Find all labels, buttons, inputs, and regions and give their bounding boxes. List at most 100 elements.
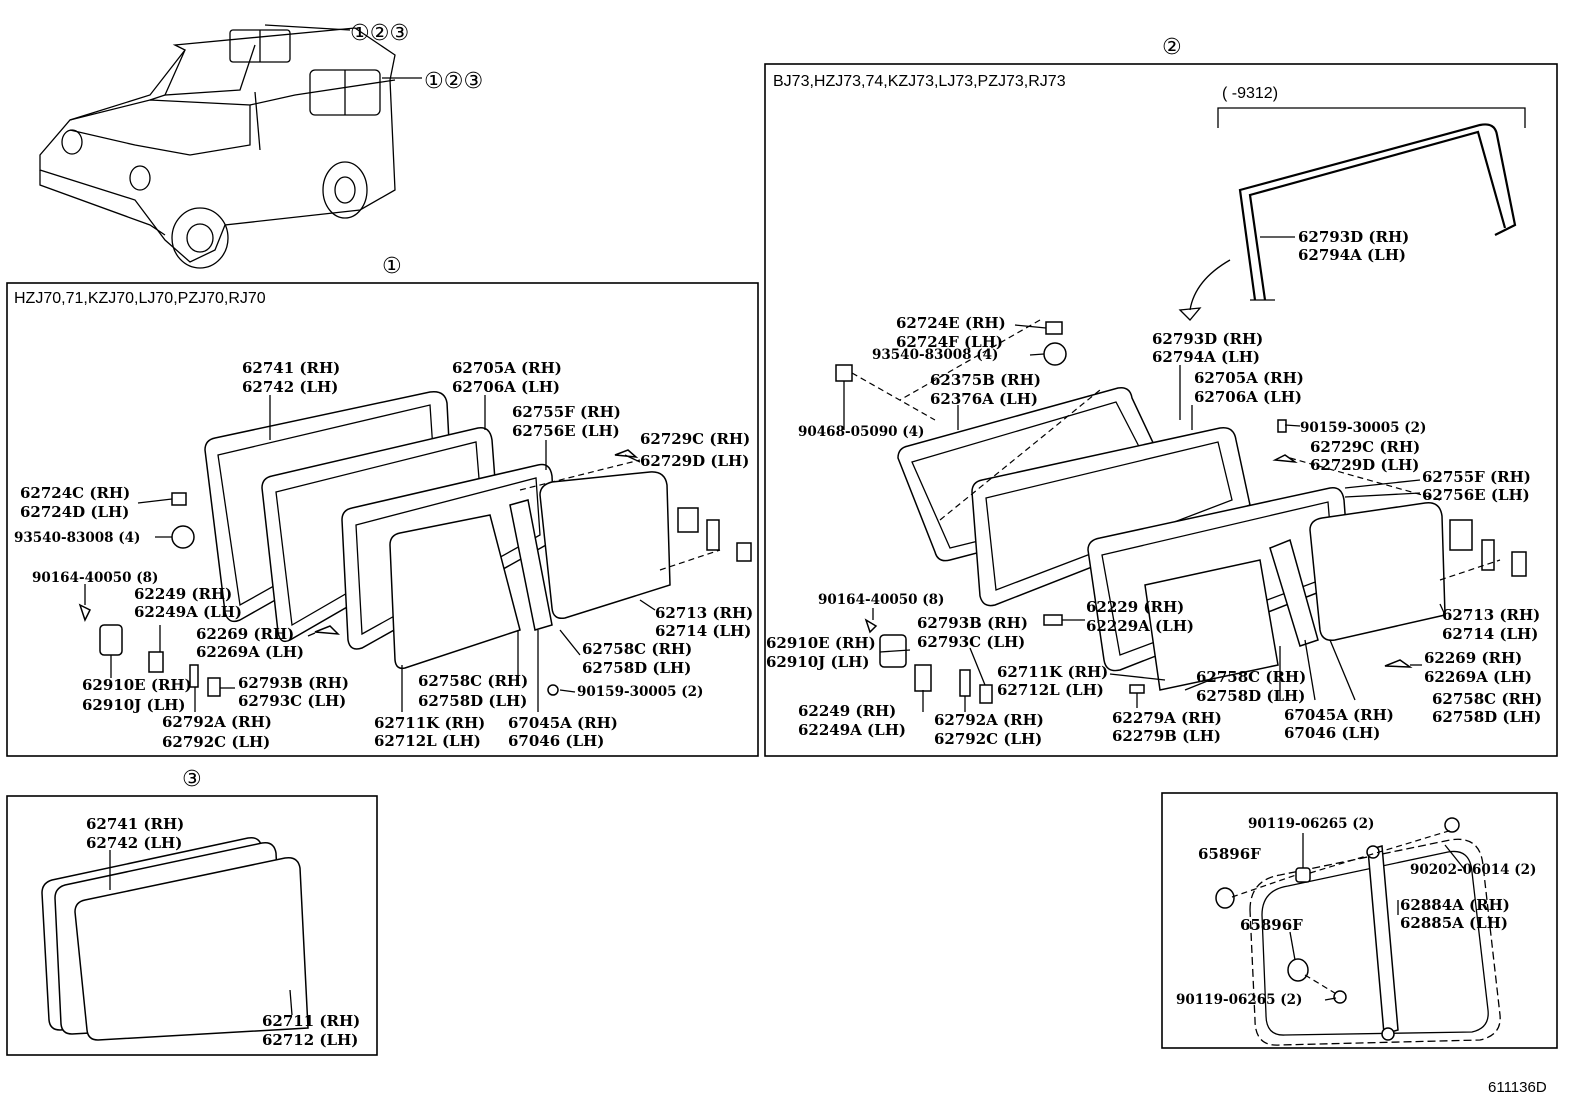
label-62724f-lh: 62724F (LH) xyxy=(896,333,1003,351)
label-62792c-lh-b: 62792C (LH) xyxy=(934,730,1042,748)
label-93540-83008-b: 93540-83008 (4) xyxy=(872,347,998,363)
section-2-frame xyxy=(764,63,1558,757)
label-62793d-rh-a: 62793D (RH) xyxy=(1298,228,1409,246)
section-1-labels: 62741 (RH) 62742 (LH) 62705A (RH) 62706A… xyxy=(14,359,753,751)
label-90119-06265-b: 90119-06265 (2) xyxy=(1176,992,1302,1008)
label-90468-05090: 90468-05090 (4) xyxy=(798,424,924,440)
label-62714-lh: 62714 (LH) xyxy=(655,622,751,640)
label-90119-06265-a: 90119-06265 (2) xyxy=(1248,816,1374,832)
label-62758d-lh-b: 62758D (LH) xyxy=(582,659,691,677)
callout-side-window: ①②③ xyxy=(424,69,483,94)
label-62729c-rh-b: 62729C (RH) xyxy=(1310,438,1420,456)
label-62792a-rh: 62792A (RH) xyxy=(162,713,272,731)
label-62269a-lh-b: 62269A (LH) xyxy=(1424,668,1532,686)
label-62249-rh: 62249 (RH) xyxy=(134,585,232,603)
label-62742-lh-c: 62742 (LH) xyxy=(86,834,182,852)
label-62724d-lh: 62724D (LH) xyxy=(20,503,129,521)
label-62910j-lh: 62910J (LH) xyxy=(82,696,185,714)
label-67045a-rh: 67045A (RH) xyxy=(508,714,618,732)
label-62712-lh: 62712 (LH) xyxy=(262,1031,358,1049)
label-62712l-lh: 62712L (LH) xyxy=(374,732,481,750)
label-62741-rh-c: 62741 (RH) xyxy=(86,815,184,833)
label-62269-rh-b: 62269 (RH) xyxy=(1424,649,1522,667)
section-2-models: BJ73,HZJ73,74,KZJ73,LJ73,PZJ73,RJ73 xyxy=(773,73,1066,90)
label-62793b-rh: 62793B (RH) xyxy=(238,674,349,692)
label-62756e-lh: 62756E (LH) xyxy=(512,422,620,440)
date-range-bracket xyxy=(1217,107,1526,128)
label-62758d-lh-d: 62758D (LH) xyxy=(1432,708,1541,726)
section-2-drawing xyxy=(835,123,1527,712)
label-62711k-rh: 62711K (RH) xyxy=(374,714,485,732)
detail-drawing xyxy=(1215,817,1501,1046)
section-2-labels: 62793D (RH) 62794A (LH) 62724E (RH) 6272… xyxy=(766,228,1542,748)
label-65896f-a: 65896F xyxy=(1198,845,1261,863)
label-62279b-lh: 62279B (LH) xyxy=(1112,727,1221,745)
label-62729c-rh: 62729C (RH) xyxy=(640,430,750,448)
figure-number: 611136D xyxy=(1488,1079,1547,1096)
label-62376a-lh: 62376A (LH) xyxy=(930,390,1038,408)
label-62229-rh: 62229 (RH) xyxy=(1086,598,1184,616)
label-62910j-lh-b: 62910J (LH) xyxy=(766,653,869,671)
label-62249a-lh-b: 62249A (LH) xyxy=(798,721,906,739)
label-62711k-rh-b: 62711K (RH) xyxy=(997,663,1108,681)
section-3-marker: ③ xyxy=(182,767,202,792)
label-62229a-lh: 62229A (LH) xyxy=(1086,617,1194,635)
label-62706a-lh-b: 62706A (LH) xyxy=(1194,388,1302,406)
label-62885a-lh: 62885A (LH) xyxy=(1400,914,1508,932)
section-2-date-range: ( -9312) xyxy=(1222,85,1278,102)
label-62793c-lh: 62793C (LH) xyxy=(238,692,346,710)
label-62884a-rh: 62884A (RH) xyxy=(1400,896,1510,914)
label-90164-40050-b: 90164-40050 (8) xyxy=(818,592,944,608)
label-62794a-lh-a: 62794A (LH) xyxy=(1298,246,1406,264)
label-62249a-lh: 62249A (LH) xyxy=(134,603,242,621)
label-62792c-lh: 62792C (LH) xyxy=(162,733,270,751)
label-62706a-lh: 62706A (LH) xyxy=(452,378,560,396)
label-93540-83008: 93540-83008 (4) xyxy=(14,530,140,546)
label-62742-lh: 62742 (LH) xyxy=(242,378,338,396)
label-62793c-lh-b: 62793C (LH) xyxy=(917,633,1025,651)
section-1-drawing xyxy=(78,390,752,712)
label-62279a-rh: 62279A (RH) xyxy=(1112,709,1222,727)
label-62758c-rh-a: 62758C (RH) xyxy=(418,672,528,690)
label-62269-rh: 62269 (RH) xyxy=(196,625,294,643)
label-62711-rh: 62711 (RH) xyxy=(262,1012,360,1030)
label-62729d-lh-b: 62729D (LH) xyxy=(1310,456,1419,474)
section-3-drawing xyxy=(41,836,309,1041)
label-62910e-rh: 62910E (RH) xyxy=(82,676,192,694)
label-62756e-lh-b: 62756E (LH) xyxy=(1422,486,1530,504)
section-1-marker: ① xyxy=(382,254,402,279)
detail-labels: 90119-06265 (2) 65896F 90202-06014 (2) 6… xyxy=(1176,816,1536,1008)
label-90164-40050: 90164-40050 (8) xyxy=(32,570,158,586)
label-90159-30005-b: 90159-30005 (2) xyxy=(1300,420,1426,436)
label-67046-lh: 67046 (LH) xyxy=(508,732,604,750)
label-62758c-rh-c: 62758C (RH) xyxy=(1196,668,1306,686)
label-62792a-rh-b: 62792A (RH) xyxy=(934,711,1044,729)
label-62794a-lh-b: 62794A (LH) xyxy=(1152,348,1260,366)
label-62375b-rh: 62375B (RH) xyxy=(930,371,1041,389)
label-62705a-rh-b: 62705A (RH) xyxy=(1194,369,1304,387)
vehicle-illustration xyxy=(39,24,422,269)
label-62758d-lh-a: 62758D (LH) xyxy=(418,692,527,710)
label-62793b-rh-b: 62793B (RH) xyxy=(917,614,1028,632)
label-62741-rh: 62741 (RH) xyxy=(242,359,340,377)
section-1-frame xyxy=(6,282,759,757)
label-62793d-rh-b: 62793D (RH) xyxy=(1152,330,1263,348)
label-62729d-lh: 62729D (LH) xyxy=(640,452,749,470)
label-62269a-lh: 62269A (LH) xyxy=(196,643,304,661)
label-62758d-lh-c: 62758D (LH) xyxy=(1196,687,1305,705)
label-62712l-lh-b: 62712L (LH) xyxy=(997,681,1104,699)
label-62755f-rh-b: 62755F (RH) xyxy=(1422,468,1531,486)
label-90202-06014: 90202-06014 (2) xyxy=(1410,862,1536,878)
section-3-labels: 62741 (RH) 62742 (LH) 62711 (RH) 62712 (… xyxy=(86,815,360,1049)
section-2-marker: ② xyxy=(1162,35,1182,60)
label-62724c-rh: 62724C (RH) xyxy=(20,484,130,502)
label-62705a-rh: 62705A (RH) xyxy=(452,359,562,377)
label-62758c-rh-d: 62758C (RH) xyxy=(1432,690,1542,708)
callout-sunroof: ①②③ xyxy=(350,21,409,46)
label-65896f-b: 65896F xyxy=(1240,916,1303,934)
section-3-frame xyxy=(6,795,378,1056)
label-62910e-rh-b: 62910E (RH) xyxy=(766,634,876,652)
label-62713-rh-b: 62713 (RH) xyxy=(1442,606,1540,624)
label-62758c-rh-b: 62758C (RH) xyxy=(582,640,692,658)
